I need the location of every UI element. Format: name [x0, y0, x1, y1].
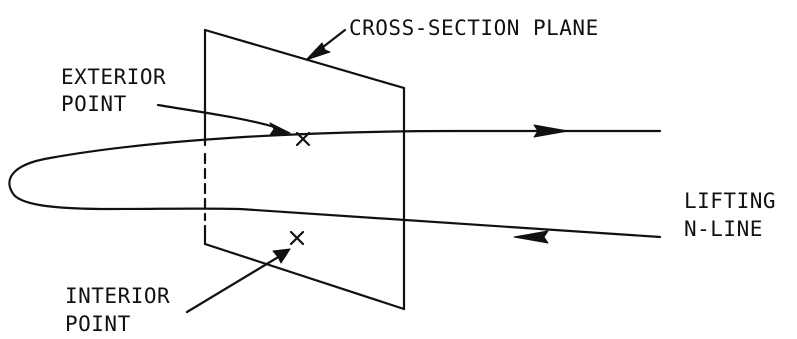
plane-label-leader: [305, 28, 347, 61]
exterior-point-label-line2: POINT: [61, 92, 127, 116]
lifting-n-line-label-line1: LIFTING: [684, 189, 776, 213]
interior-point-marker: [289, 230, 305, 246]
upper-branch-arrow: [533, 124, 569, 138]
interior-label-leader: [185, 248, 291, 314]
cross-section-plane-label: CROSS-SECTION PLANE: [349, 16, 599, 40]
exterior-point-label-line1: EXTERIOR: [61, 65, 166, 89]
interior-point-label-line1: INTERIOR: [65, 284, 170, 308]
lifting-n-line-label-line2: N-LINE: [684, 217, 763, 241]
exterior-label-leader: [156, 103, 291, 136]
exterior-point-marker: [295, 131, 311, 147]
lower-branch-arrow: [513, 230, 549, 244]
cross-section-plane: [203, 28, 406, 311]
interior-point-label-line2: POINT: [65, 312, 131, 336]
lifting-n-line-curve: [8, 129, 662, 239]
